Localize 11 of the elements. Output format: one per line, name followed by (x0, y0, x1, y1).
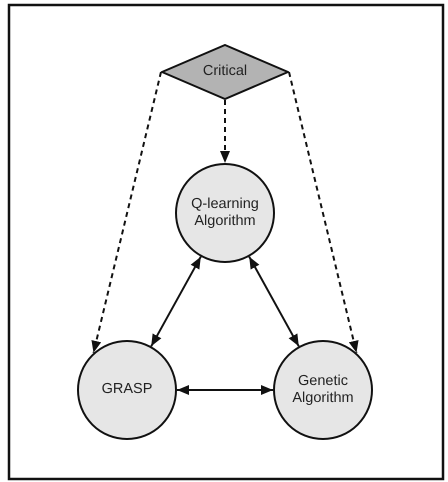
arrow (150, 256, 202, 347)
node-label: Genetic Algorithm (291, 372, 355, 408)
arrow (177, 385, 273, 395)
decision-diamond (161, 44, 289, 100)
node-label: Q-learning Algorithm (190, 196, 260, 230)
node-label: GRASP (102, 381, 152, 399)
arrow (248, 256, 300, 347)
node-label: Critical (202, 63, 248, 81)
dashed-arrow (91, 72, 162, 354)
dashed-arrow (288, 72, 359, 354)
dashed-arrow (220, 100, 230, 163)
